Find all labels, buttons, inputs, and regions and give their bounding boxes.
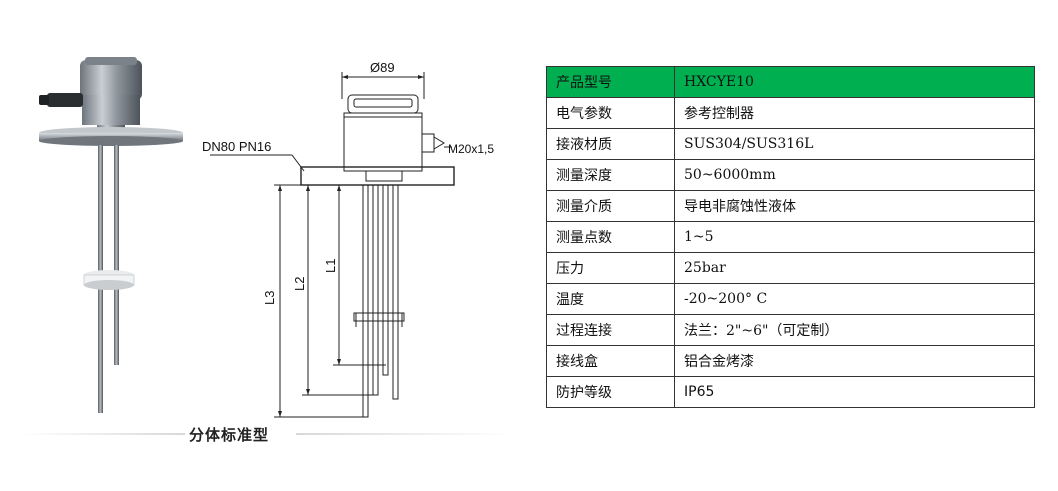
spec-value: IP65 bbox=[674, 376, 1035, 408]
flange-label: DN80 PN16 bbox=[202, 139, 271, 154]
product-photo bbox=[39, 57, 183, 413]
table-row: 防护等级 IP65 bbox=[546, 376, 1035, 408]
caption-divider-left bbox=[20, 433, 185, 435]
product-figure: Ø89 DN80 PN16 M20x1,5 L3 L2 L1 分体标准型 bbox=[20, 57, 511, 444]
table-row: 压力 25bar bbox=[546, 252, 1035, 284]
table-row: 过程连接 法兰：2"~6"（可定制） bbox=[546, 314, 1035, 346]
spec-key: 接线盒 bbox=[546, 345, 675, 377]
table-row: 接线盒 铝合金烤漆 bbox=[546, 345, 1035, 377]
dim-l1-label: L1 bbox=[323, 259, 338, 273]
spec-value: 铝合金烤漆 bbox=[674, 345, 1035, 377]
spec-key: 测量点数 bbox=[546, 221, 675, 253]
spec-value: 25bar bbox=[674, 252, 1035, 284]
spec-value: 参考控制器 bbox=[674, 97, 1035, 129]
spec-value: 导电非腐蚀性液体 bbox=[674, 190, 1035, 222]
spec-key: 压力 bbox=[546, 252, 675, 284]
spec-key: 防护等级 bbox=[546, 376, 675, 408]
spec-key: 电气参数 bbox=[546, 97, 675, 129]
spec-key: 接液材质 bbox=[546, 128, 675, 160]
table-row: 测量点数 1~5 bbox=[546, 221, 1035, 253]
dimension-drawing: Ø89 DN80 PN16 M20x1,5 L3 L2 L1 bbox=[202, 60, 494, 418]
spec-value: 法兰：2"~6"（可定制） bbox=[674, 314, 1035, 346]
table-row: 测量深度 50~6000mm bbox=[546, 159, 1035, 191]
caption-divider-right bbox=[296, 433, 511, 435]
dim-l2-label: L2 bbox=[292, 277, 307, 291]
spec-key: 温度 bbox=[546, 283, 675, 315]
spec-key: 过程连接 bbox=[546, 314, 675, 346]
figure-caption: 分体标准型 bbox=[189, 426, 270, 444]
spec-value: -20~200° C bbox=[674, 283, 1035, 315]
spec-table: 产品型号 HXCYE10 电气参数 参考控制器 接液材质 SUS304/SUS3… bbox=[546, 66, 1035, 408]
diameter-label: Ø89 bbox=[370, 60, 395, 75]
spec-value: HXCYE10 bbox=[674, 66, 1035, 98]
table-row: 产品型号 HXCYE10 bbox=[546, 66, 1035, 98]
table-row: 温度 -20~200° C bbox=[546, 283, 1035, 315]
spec-value: SUS304/SUS316L bbox=[674, 128, 1035, 160]
spec-value: 1~5 bbox=[674, 221, 1035, 253]
thread-label: M20x1,5 bbox=[448, 142, 494, 156]
spec-value: 50~6000mm bbox=[674, 159, 1035, 191]
table-row: 测量介质 导电非腐蚀性液体 bbox=[546, 190, 1035, 222]
spec-key: 产品型号 bbox=[546, 66, 675, 98]
table-row: 接液材质 SUS304/SUS316L bbox=[546, 128, 1035, 160]
table-row: 电气参数 参考控制器 bbox=[546, 97, 1035, 129]
spec-key: 测量介质 bbox=[546, 190, 675, 222]
dim-l3-label: L3 bbox=[262, 291, 277, 305]
spec-key: 测量深度 bbox=[546, 159, 675, 191]
